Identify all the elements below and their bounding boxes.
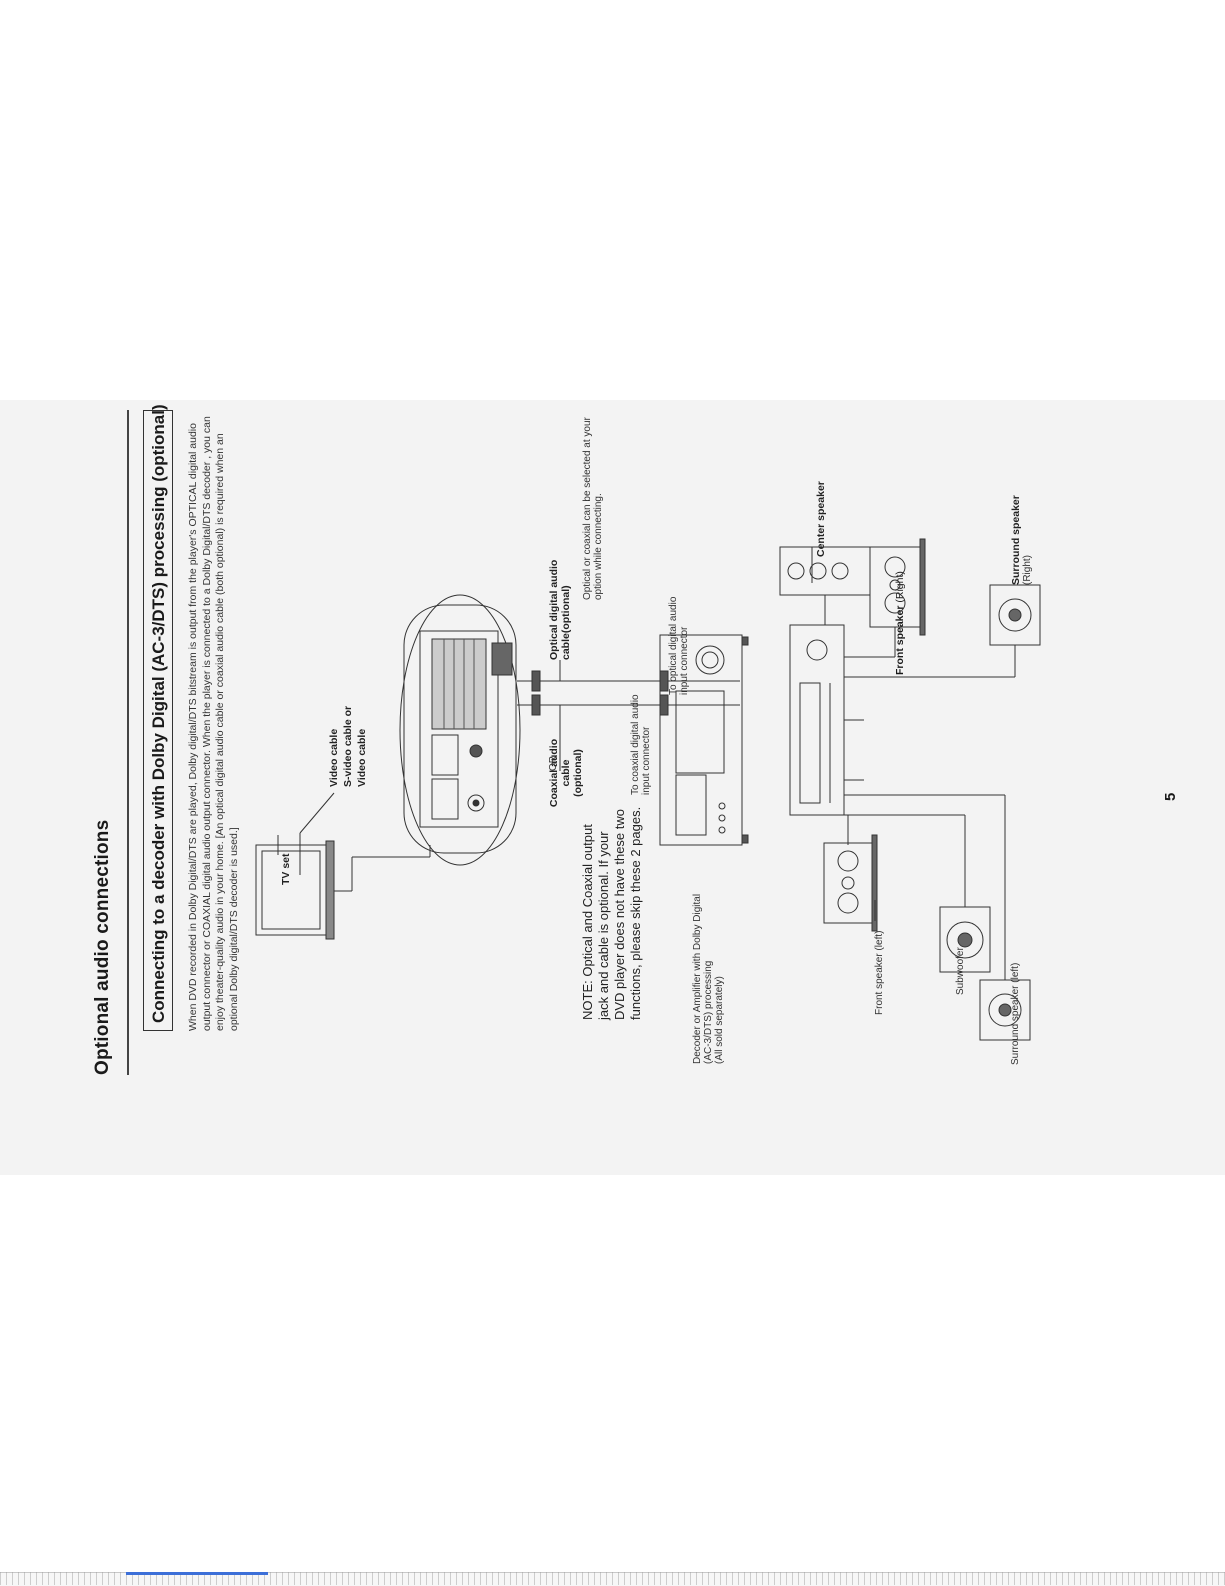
front-left-speaker-icon <box>823 834 878 932</box>
surround-left-speaker-icon <box>979 979 1031 1041</box>
footer-ruler <box>0 1572 1225 1585</box>
center-speaker-icon <box>779 546 871 596</box>
tv-set-icon <box>255 840 352 940</box>
footer-strip <box>0 1572 1225 1586</box>
surround-right-speaker-icon <box>989 584 1041 646</box>
scanned-page-background <box>0 400 1225 1175</box>
dvd-player-icon <box>399 594 521 866</box>
front-right-speaker-icon <box>869 538 926 636</box>
receiver-icon <box>789 624 845 816</box>
subwoofer-icon <box>939 906 991 973</box>
manual-page: Optional audio connections Connecting to… <box>0 400 1225 1175</box>
decoder-amplifier-icon <box>659 634 749 846</box>
footer-link-highlight <box>126 1572 268 1575</box>
connection-diagram <box>255 538 1041 1041</box>
